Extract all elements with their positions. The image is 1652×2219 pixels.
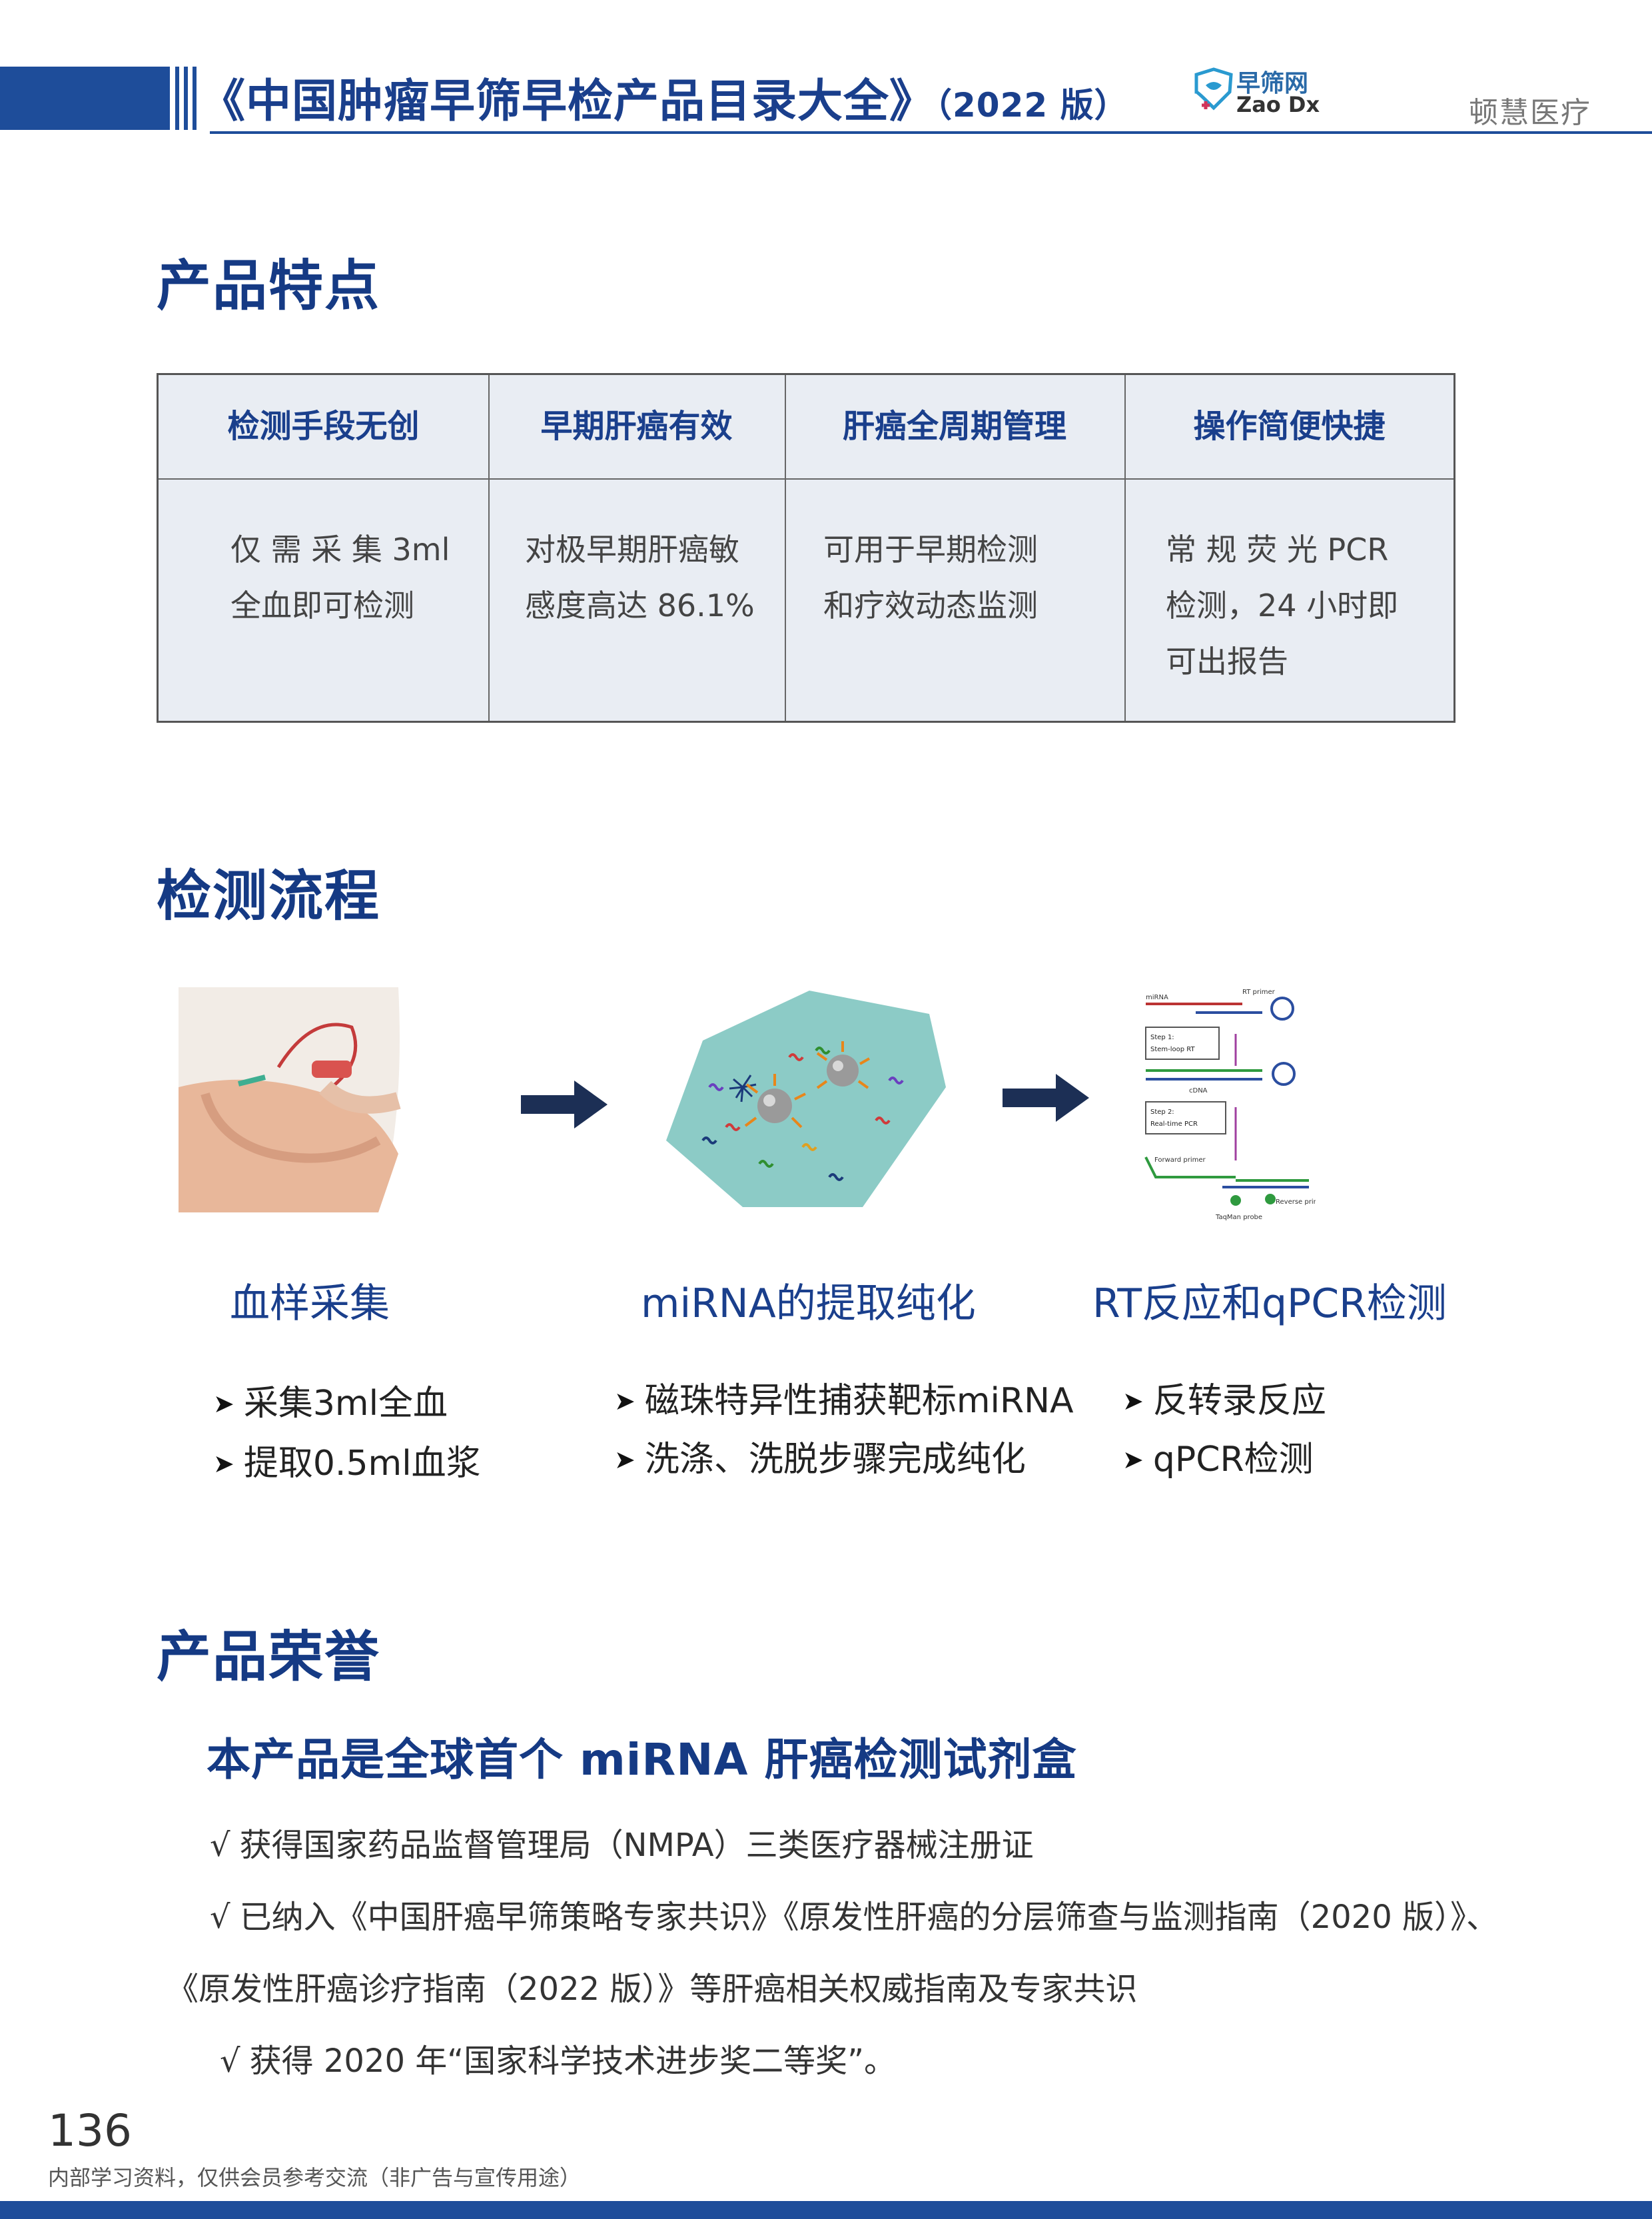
header-stripe <box>175 67 179 130</box>
feature-header: 操作简便快捷 <box>1193 408 1386 445</box>
logo-english-name: Zao Dx <box>1236 92 1320 117</box>
bullet-arrow-icon: ➤ <box>213 1449 234 1478</box>
honors-subheading: 本产品是全球首个 miRNA 肝癌检测试剂盒 <box>206 1734 1077 1785</box>
bullet-arrow-icon: ➤ <box>1122 1386 1144 1416</box>
header-stripe <box>184 67 188 130</box>
step-bullet: ➤磁珠特异性捕获靶标miRNA <box>614 1381 1074 1421</box>
table-divider <box>488 375 490 721</box>
honor-item: 《原发性肝癌诊疗指南（2022 版）》等肝癌相关权威指南及专家共识 <box>167 1971 1138 2008</box>
bullet-arrow-icon: ➤ <box>614 1445 635 1474</box>
step-title: 血样采集 <box>230 1280 390 1327</box>
features-table: 检测手段无创 早期肝癌有效 肝癌全周期管理 操作简便快捷 仅 需 采 集 3ml… <box>157 373 1455 723</box>
section-title-workflow: 检测流程 <box>157 865 381 928</box>
schematic-label: Step 2: <box>1150 1109 1174 1116</box>
section-title-features: 产品特点 <box>157 254 381 318</box>
feature-description: 对极早期肝癌敏 感度高达 86.1% <box>525 532 755 624</box>
honor-item: √获得国家药品监督管理局（NMPA）三类医疗器械注册证 <box>210 1827 1034 1864</box>
step-bullet: ➤采集3ml全血 <box>213 1384 448 1424</box>
page-number: 136 <box>48 2105 132 2156</box>
schematic-label: miRNA <box>1146 994 1168 1001</box>
rt-qpcr-schematic: miRNA RT primer Step 1: Stem-loop RT cDN… <box>1144 989 1316 1221</box>
blood-draw-photo <box>179 987 466 1212</box>
step-title: miRNA的提取纯化 <box>641 1280 976 1327</box>
logo-chinese-name: 早筛网 <box>1236 70 1309 97</box>
step-bullet: ➤洗涤、洗脱步骤完成纯化 <box>614 1440 1026 1480</box>
step-title: RT反应和qPCR检测 <box>1092 1280 1447 1327</box>
table-divider <box>785 375 786 721</box>
checkmark-icon: √ <box>220 2042 240 2080</box>
magnetic-bead-capture-illustration <box>666 991 946 1207</box>
bullet-arrow-icon: ➤ <box>213 1389 234 1418</box>
arrow-right-icon <box>1003 1074 1089 1122</box>
header-rule <box>210 131 1652 134</box>
step-bullet: ➤反转录反应 <box>1122 1381 1326 1421</box>
schematic-label: Stem-loop RT <box>1150 1046 1196 1053</box>
header-stripe <box>193 67 197 130</box>
feature-header: 检测手段无创 <box>227 408 420 445</box>
checkmark-icon: √ <box>210 1899 230 1936</box>
feature-description: 仅 需 采 集 3ml 全血即可检测 <box>230 532 450 624</box>
zaodx-logo-icon <box>1194 67 1233 111</box>
checkmark-icon: √ <box>210 1827 230 1864</box>
schematic-label: cDNA <box>1189 1087 1208 1095</box>
company-name: 顿慧医疗 <box>1469 96 1591 130</box>
footer-bar <box>0 2201 1652 2219</box>
catalog-title: 《中国肿瘤早筛早检产品目录大全》（2022 版） <box>200 75 1128 128</box>
feature-header: 肝癌全周期管理 <box>842 408 1066 445</box>
schematic-label: Step 1: <box>1150 1034 1174 1041</box>
feature-description: 常 规 荧 光 PCR 检测，24 小时即 可出报告 <box>1166 532 1399 679</box>
step-bullet: ➤提取0.5ml血浆 <box>213 1444 481 1484</box>
schematic-label: Real-time PCR <box>1150 1120 1198 1128</box>
section-title-honors: 产品荣誉 <box>157 1625 381 1689</box>
honor-item: √获得 2020 年“国家科学技术进步奖二等奖”。 <box>220 2042 897 2080</box>
schematic-label: Reverse primer <box>1276 1198 1316 1206</box>
bullet-arrow-icon: ➤ <box>1122 1445 1144 1474</box>
step-bullet: ➤qPCR检测 <box>1122 1440 1314 1480</box>
table-divider <box>1124 375 1126 721</box>
bullet-arrow-icon: ➤ <box>614 1386 635 1416</box>
feature-header: 早期肝癌有效 <box>540 408 733 445</box>
arrow-right-icon <box>521 1081 608 1128</box>
schematic-label: Forward primer <box>1154 1156 1206 1164</box>
footer-note: 内部学习资料，仅供会员参考交流（非广告与宣传用途） <box>48 2165 582 2190</box>
table-divider <box>159 478 1453 480</box>
header-color-block <box>0 67 170 130</box>
feature-description: 可用于早期检测 和疗效动态监测 <box>823 532 1038 624</box>
schematic-label: TaqMan probe <box>1215 1214 1262 1221</box>
honor-item: √已纳入《中国肝癌早筛策略专家共识》《原发性肝癌的分层筛查与监测指南（2020 … <box>210 1899 1499 1936</box>
schematic-label: RT primer <box>1242 989 1276 996</box>
